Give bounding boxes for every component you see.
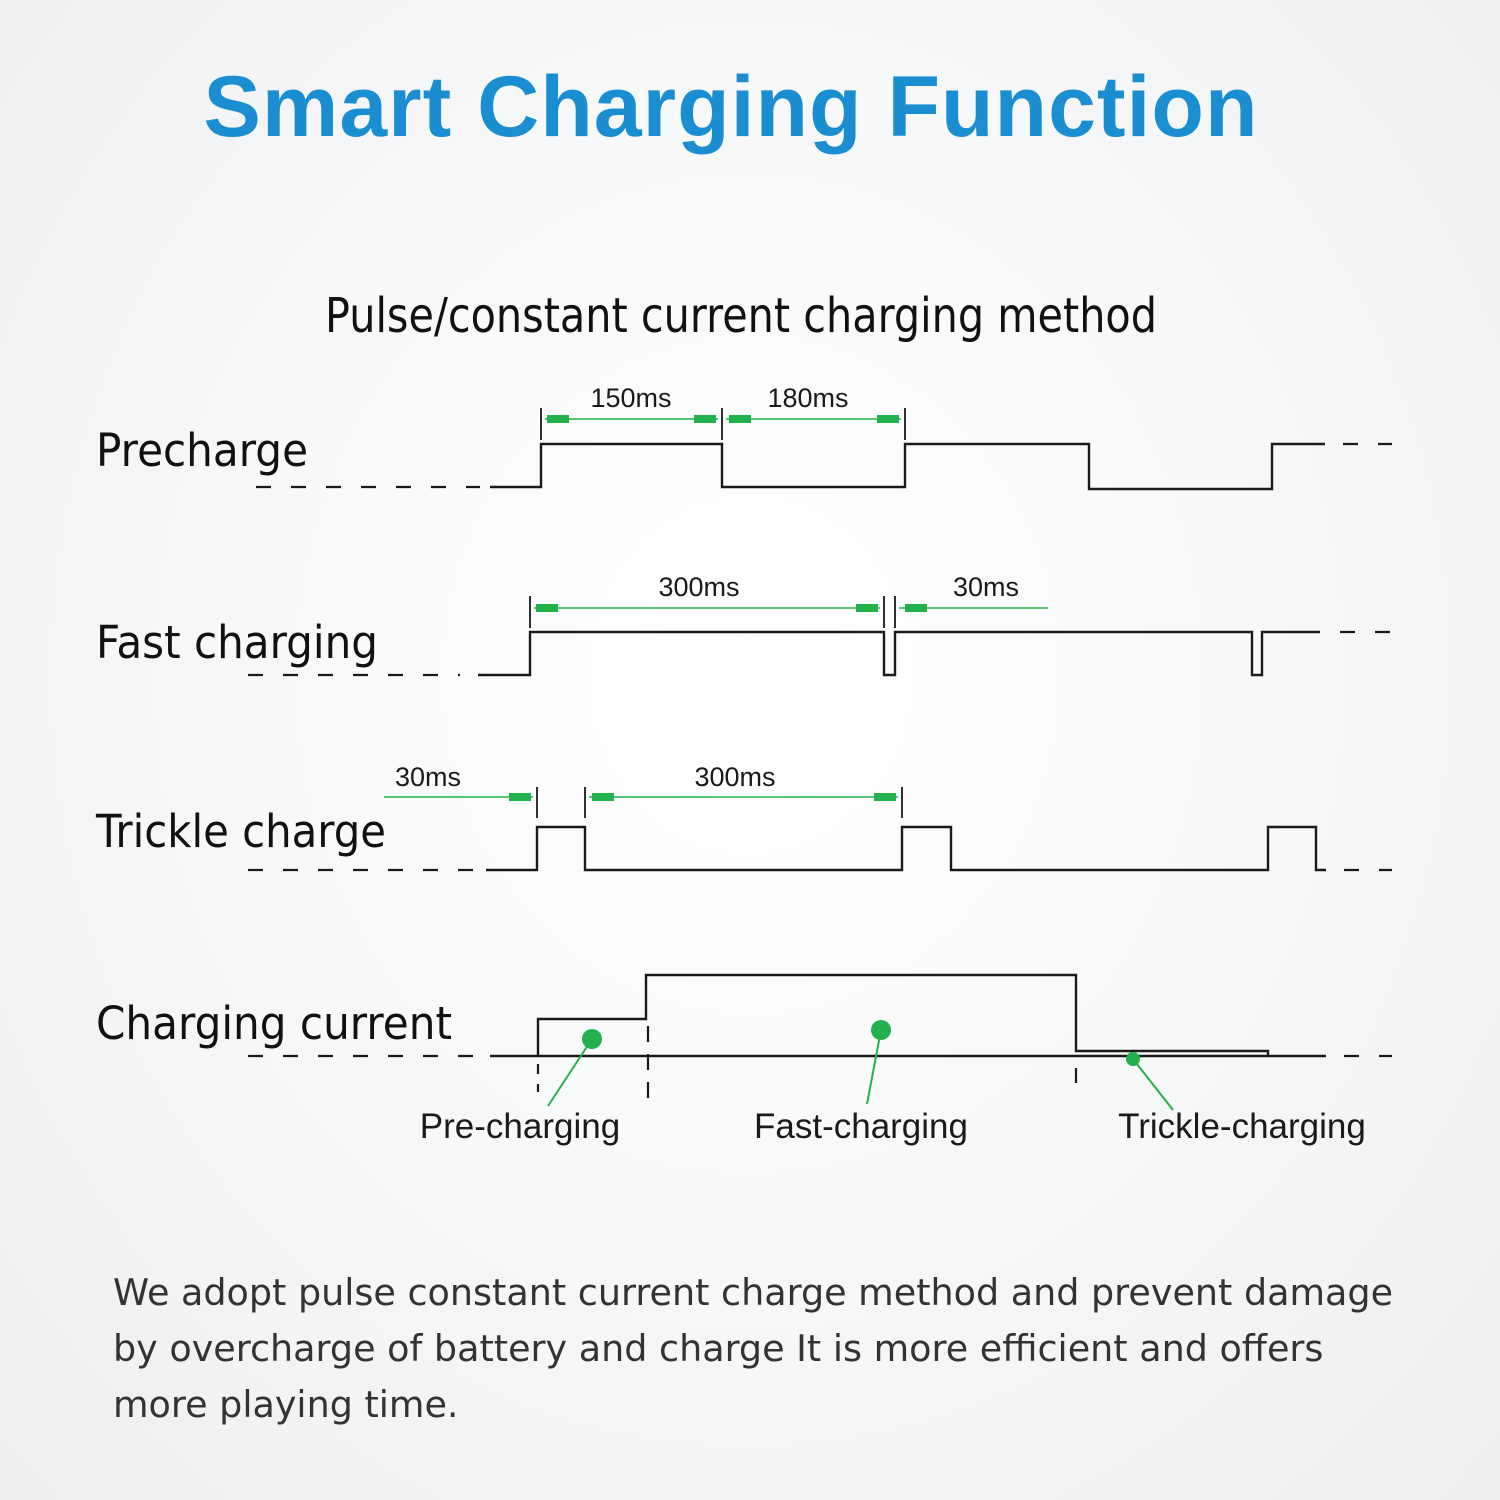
charging-current-profile — [536, 973, 1270, 1056]
dimension-arrow — [547, 415, 569, 423]
phase-pre-charging: Pre-charging — [420, 1107, 620, 1146]
main-title: Smart Charging Function — [203, 59, 1259, 155]
charging-current-label: Charging current — [96, 997, 452, 1050]
dimension-arrow — [592, 793, 614, 801]
dimension-arrow — [874, 793, 896, 801]
precharge-interval-2: 180ms — [767, 383, 848, 413]
phase-fast-charging: Fast-charging — [754, 1107, 968, 1146]
trickle-charge-label: Trickle charge — [95, 805, 386, 858]
diagram-subtitle: Pulse/constant current charging method — [325, 288, 1157, 344]
pre-charging-leader — [547, 1038, 593, 1107]
dimension-arrow — [536, 604, 558, 612]
dimension-arrow — [694, 415, 716, 423]
fast-charging-waveform — [478, 630, 1320, 677]
dimension-arrow — [905, 604, 927, 612]
dimension-arrow — [877, 415, 899, 423]
trickle-interval-1: 30ms — [395, 762, 461, 792]
dimension-arrow — [729, 415, 751, 423]
dimension-arrow — [509, 793, 531, 801]
fast-charging-leader — [866, 1029, 882, 1105]
dimension-arrow — [856, 604, 878, 612]
precharge-waveform — [490, 442, 1325, 491]
fast-interval-2: 30ms — [953, 572, 1019, 602]
phase-trickle-charging: Trickle-charging — [1118, 1107, 1366, 1146]
trickle-interval-2: 300ms — [694, 762, 775, 792]
fast-interval-1: 300ms — [658, 572, 739, 602]
fast-charging-label: Fast charging — [96, 616, 378, 669]
description-text: We adopt pulse constant current charge m… — [113, 1271, 1394, 1426]
precharge-interval-1: 150ms — [590, 383, 671, 413]
precharge-label: Precharge — [96, 424, 308, 477]
trickle-charge-waveform — [486, 825, 1326, 872]
trickle-charging-leader — [1132, 1058, 1174, 1111]
